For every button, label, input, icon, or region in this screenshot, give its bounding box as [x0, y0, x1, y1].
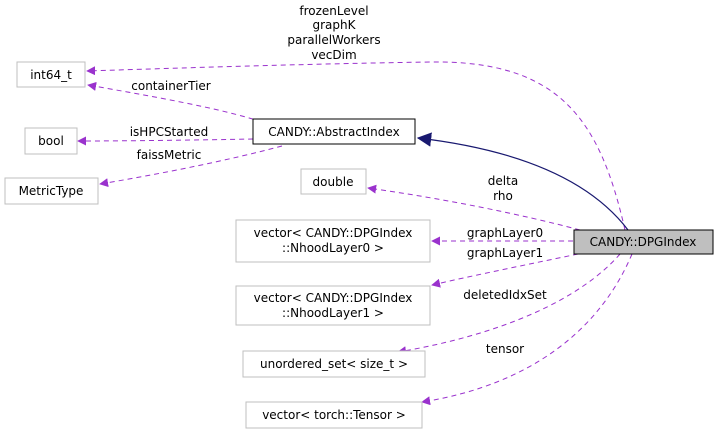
node-unordered-set-label: unordered_set< size_t > [260, 357, 408, 371]
node-int64-t-label: int64_t [30, 68, 72, 82]
edge-label-container-tier: containerTier [131, 79, 211, 93]
edge-label-is-hpc-started: isHPCStarted [130, 125, 209, 139]
edge-label-vec-dim: vecDim [311, 48, 356, 62]
node-vector-nhood-layer0[interactable]: vector< CANDY::DPGIndex ::NhoodLayer0 > [235, 219, 431, 263]
edge-label-parallel-workers: parallelWorkers [287, 33, 380, 47]
edge-container-tier [87, 81, 263, 123]
edge-graph-layer1 [431, 253, 579, 288]
edge-is-hpc-started [77, 136, 254, 146]
node-metric-type-label: MetricType [19, 184, 84, 198]
node-bool[interactable]: bool [24, 127, 78, 155]
node-vector-nhood-layer1[interactable]: vector< CANDY::DPGIndex ::NhoodLayer1 > [235, 285, 431, 326]
edge-label-frozen-level: frozenLevel [299, 4, 368, 18]
node-abstract-index[interactable]: CANDY::AbstractIndex [252, 118, 416, 145]
node-vector-nhood-layer0-line1: vector< CANDY::DPGIndex [254, 226, 413, 240]
node-dpg-index-label: CANDY::DPGIndex [590, 235, 697, 249]
node-vector-tensor-label: vector< torch::Tensor > [262, 408, 406, 422]
edge-label-faiss-metric: faissMetric [137, 148, 202, 162]
node-double[interactable]: double [300, 168, 367, 195]
edge-deleted-idx-set [397, 253, 621, 356]
node-vector-nhood-layer0-line2: ::NhoodLayer0 > [282, 241, 384, 255]
node-metric-type[interactable]: MetricType [4, 177, 99, 205]
node-dpg-index[interactable]: CANDY::DPGIndex [573, 229, 714, 255]
node-double-label: double [313, 175, 354, 189]
node-vector-nhood-layer1-line2: ::NhoodLayer1 > [282, 306, 384, 320]
node-abstract-index-label: CANDY::AbstractIndex [268, 125, 399, 139]
node-vector-tensor[interactable]: vector< torch::Tensor > [245, 401, 423, 429]
node-unordered-set[interactable]: unordered_set< size_t > [242, 350, 426, 378]
edge-inheritance [416, 132, 629, 231]
node-vector-nhood-layer1-line1: vector< CANDY::DPGIndex [254, 291, 413, 305]
edge-faiss-metric [99, 145, 283, 188]
edge-label-graph-layer0: graphLayer0 [467, 226, 543, 240]
edge-label-rho: rho [493, 189, 513, 203]
edge-label-deleted-idx-set: deletedIdxSet [463, 288, 547, 302]
edge-label-graph-k: graphK [313, 18, 357, 32]
edge-label-graph-layer1: graphLayer1 [467, 246, 543, 260]
edge-label-tensor: tensor [486, 342, 524, 356]
node-int64-t[interactable]: int64_t [16, 61, 86, 88]
edge-label-delta: delta [488, 174, 518, 188]
node-bool-label: bool [38, 134, 64, 148]
edge-tensor [421, 253, 633, 406]
